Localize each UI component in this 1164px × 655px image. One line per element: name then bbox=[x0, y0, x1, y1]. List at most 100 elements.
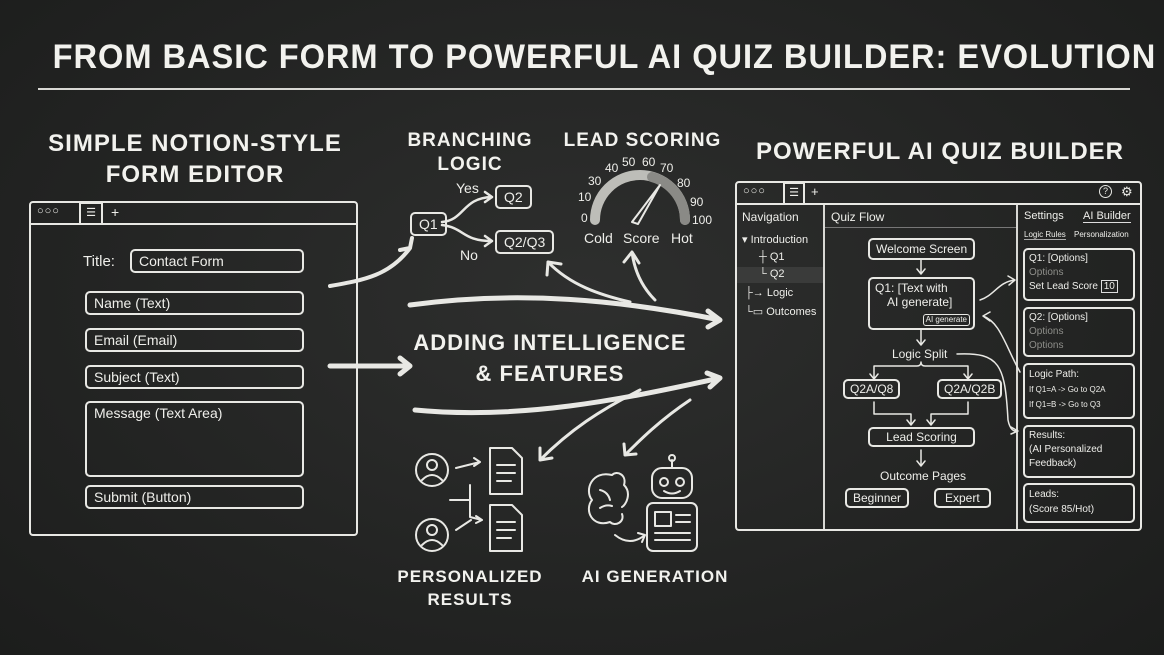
nav-label: Q1 bbox=[769, 251, 785, 263]
window-titlebar: ○○○ ☰ + ? ⚙ bbox=[737, 182, 1140, 205]
q1-options-card: Q1: [Options] Options Set Lead Score 10 bbox=[1023, 248, 1135, 301]
flow-outcome-pages: Outcome Pages bbox=[880, 469, 967, 483]
card-title: Results: bbox=[1029, 430, 1066, 441]
divider bbox=[825, 227, 1016, 228]
nav-title: Navigation bbox=[742, 210, 799, 224]
window-controls-icon[interactable]: ○○○ bbox=[37, 205, 60, 217]
add-tab-button[interactable]: + bbox=[811, 184, 819, 199]
branching-heading-line1: Branching bbox=[407, 130, 533, 151]
gauge-tick-100: 100 bbox=[692, 213, 713, 227]
nav-item-outcomes[interactable]: └▭ Outcomes bbox=[745, 306, 817, 318]
outcome-expert[interactable]: Expert bbox=[934, 488, 991, 508]
title-underline bbox=[38, 88, 1130, 90]
nav-item-introduction[interactable]: ▾ Introduction bbox=[742, 234, 809, 246]
nav-item-q1[interactable]: ┼ Q1 bbox=[759, 251, 785, 263]
gauge-hot-arc bbox=[647, 172, 690, 225]
flow-branch-a[interactable]: Q2A/Q8 bbox=[843, 379, 901, 399]
nav-item-logic[interactable]: ├→ Logic bbox=[745, 287, 794, 299]
branch-yes-label: Yes bbox=[456, 180, 479, 196]
title-input[interactable]: Contact Form bbox=[130, 249, 304, 273]
flow-arrow-bottom bbox=[412, 370, 723, 416]
arrow-to-gauge bbox=[622, 250, 657, 302]
logic-rule: If Q1=B -> Go to Q3 bbox=[1029, 400, 1101, 409]
branching-heading-line2: Logic bbox=[437, 154, 503, 175]
center-text-line1: Adding Intelligence bbox=[413, 330, 687, 355]
logic-rule: If Q1=A -> Go to Q2A bbox=[1029, 385, 1106, 394]
nav-selected-highlight bbox=[737, 267, 823, 283]
flow-logic-split: Logic Split bbox=[892, 347, 948, 361]
gauge-tick-50: 50 bbox=[622, 155, 636, 169]
brain-to-robot-arrow bbox=[614, 532, 646, 543]
center-text-line2: & Features bbox=[475, 361, 625, 386]
field-name[interactable]: Name (Text) bbox=[85, 291, 304, 315]
flow-arrow-top bbox=[407, 295, 723, 330]
branch-no-label: No bbox=[460, 247, 478, 263]
arrow-logic-to-q1 bbox=[982, 311, 1021, 373]
lead-score-input[interactable]: 10 bbox=[1100, 280, 1118, 293]
gauge-needle bbox=[631, 184, 661, 225]
title-label: Title: bbox=[83, 253, 115, 270]
flow-lead-scoring[interactable]: Lead Scoring bbox=[868, 427, 975, 447]
gauge-hot-label: Hot bbox=[671, 230, 693, 246]
document-icon bbox=[489, 447, 523, 495]
field-submit[interactable]: Submit (Button) bbox=[85, 485, 304, 509]
ai-generation-label: AI Generation bbox=[581, 567, 729, 586]
nav-label: Q2 bbox=[769, 268, 785, 280]
ai-quiz-builder-window: ○○○ ☰ + ? ⚙ Navigation ▾ Introduction ┼ … bbox=[735, 181, 1142, 531]
q1-text-line1: Q1: [Text with bbox=[875, 281, 948, 295]
arrow-to-branch-box bbox=[545, 260, 632, 304]
brain-icon bbox=[587, 472, 629, 525]
window-titlebar: ○○○ ☰ + bbox=[31, 202, 356, 225]
user-icon bbox=[415, 518, 449, 552]
help-icon[interactable]: ? bbox=[1099, 185, 1112, 198]
divider bbox=[823, 205, 825, 529]
gauge-score-label: Score bbox=[623, 230, 660, 246]
lead-score-label: Set Lead Score bbox=[1029, 281, 1098, 292]
card-text: Feedback) bbox=[1029, 458, 1077, 469]
gauge-tick-0: 0 bbox=[581, 211, 588, 225]
flow-q1-node[interactable]: Q1: [Text with AI generate] AI generate bbox=[868, 277, 975, 330]
right-heading: Powerful AI Quiz Builder bbox=[756, 138, 1124, 165]
personalized-line1: Personalized bbox=[397, 567, 543, 586]
arrow-split-to-results bbox=[956, 353, 1019, 435]
branch-q2: Q2 bbox=[495, 185, 532, 209]
option-placeholder: Options bbox=[1029, 340, 1064, 351]
add-tab-button[interactable]: + bbox=[111, 204, 120, 220]
page-title: From Basic Form to Powerful AI Quiz Buil… bbox=[52, 38, 1157, 76]
card-title: Logic Path: bbox=[1029, 369, 1080, 380]
arrow-to-ai-gen bbox=[622, 398, 692, 457]
branch-q2q3: Q2/Q3 bbox=[495, 230, 555, 254]
nav-item-q2[interactable]: └ Q2 bbox=[759, 268, 785, 280]
card-text: (Score 85/Hot) bbox=[1029, 504, 1095, 515]
flow-branch-b[interactable]: Q2A/Q2B bbox=[937, 379, 1003, 399]
lead-score-row: Set Lead Score 10 bbox=[1029, 280, 1129, 294]
flow-connectors bbox=[869, 258, 973, 467]
option-placeholder: Options bbox=[1029, 326, 1064, 337]
field-subject[interactable]: Subject (Text) bbox=[85, 365, 304, 389]
list-tab-icon[interactable]: ☰ bbox=[783, 182, 805, 204]
user-icon bbox=[415, 453, 449, 487]
leads-card: Leads: (Score 85/Hot) bbox=[1023, 483, 1135, 523]
list-tab-icon[interactable]: ☰ bbox=[79, 202, 103, 224]
gear-icon[interactable]: ⚙ bbox=[1121, 184, 1133, 199]
tab-settings[interactable]: Settings bbox=[1024, 210, 1064, 222]
outcome-beginner[interactable]: Beginner bbox=[845, 488, 910, 508]
ai-generate-button[interactable]: AI generate bbox=[922, 314, 970, 326]
card-text: (AI Personalized bbox=[1029, 444, 1103, 455]
personalized-line2: Results bbox=[427, 590, 513, 609]
gauge-tick-10: 10 bbox=[578, 190, 592, 204]
subtab-personalization[interactable]: Personalization bbox=[1074, 230, 1129, 239]
nav-label: Outcomes bbox=[766, 306, 817, 318]
gauge-tick-60: 60 bbox=[642, 155, 656, 169]
arrow-q1-to-options bbox=[979, 275, 1016, 301]
field-message[interactable]: Message (Text Area) bbox=[85, 401, 304, 477]
results-card: Results: (AI Personalized Feedback) bbox=[1023, 425, 1135, 478]
field-email[interactable]: Email (Email) bbox=[85, 328, 304, 352]
window-controls-icon[interactable]: ○○○ bbox=[743, 185, 766, 197]
card-title: Leads: bbox=[1029, 489, 1060, 500]
subtab-logic-rules[interactable]: Logic Rules bbox=[1024, 230, 1066, 240]
arrow-to-branching bbox=[328, 236, 414, 288]
branch-yes-arrow bbox=[440, 190, 494, 224]
tab-ai-builder[interactable]: AI Builder bbox=[1083, 210, 1131, 223]
